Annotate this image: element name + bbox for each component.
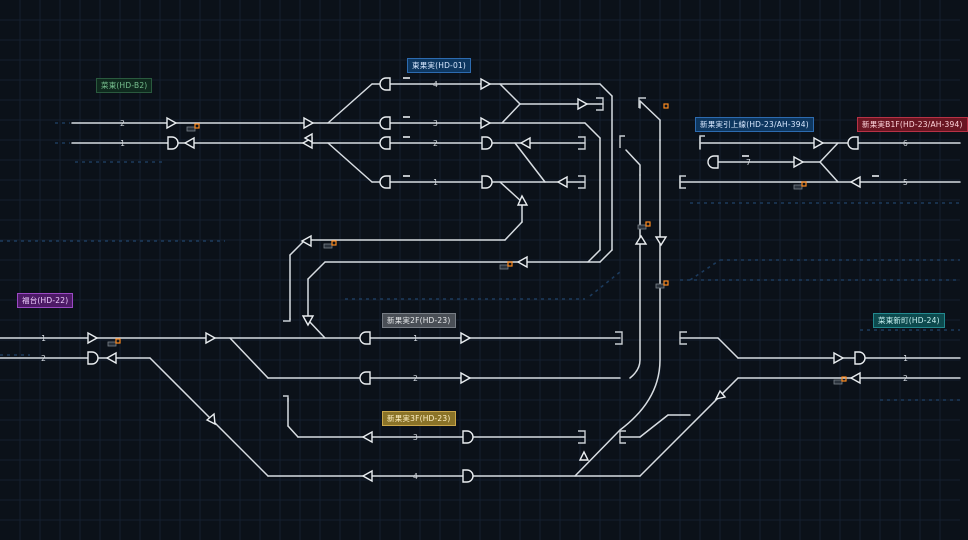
- loop-tracks: [289, 239, 601, 339]
- track-number: 1: [433, 178, 438, 187]
- track-number: 1: [41, 334, 46, 343]
- fukudai-tracks: [0, 337, 641, 477]
- signals: [87, 77, 861, 483]
- track-number: 1: [903, 354, 908, 363]
- guide-lines: [0, 122, 960, 401]
- track-number: 2: [903, 374, 908, 383]
- track-number: 2: [413, 374, 418, 383]
- track-number: 1: [120, 139, 125, 148]
- track-number: 3: [413, 433, 418, 442]
- station-label-shinkajitsu-siding[interactable]: 新果実引上線(HD-23/AH-394): [695, 117, 814, 132]
- track-number: 2: [120, 119, 125, 128]
- station-label-shinkajitsu-3f[interactable]: 新果実3F(HD-23): [382, 411, 456, 426]
- track-number: 1: [413, 334, 418, 343]
- upper-right-tracks: [679, 136, 961, 189]
- station-label-shinkajitsu-2f[interactable]: 新果実2F(HD-23): [382, 313, 456, 328]
- station-label-natsuhigashi-shinmachi[interactable]: 菜東新町(HD-24): [873, 313, 945, 328]
- track-numbers: 2 1 4 3 2 1 7 6 5 1 2 1 2 3 4 1 2: [41, 80, 908, 481]
- track-number: 7: [746, 158, 751, 167]
- station-label-fukudai[interactable]: 福台(HD-22): [17, 293, 74, 308]
- lower-right-tracks: [619, 337, 961, 477]
- curve-tracks: [574, 100, 661, 477]
- platform-bars: [403, 77, 879, 177]
- track-number: 5: [903, 178, 908, 187]
- track-number: 2: [433, 139, 438, 148]
- station-label-higashi-kajitsu[interactable]: 東果実(HD-01): [407, 58, 472, 73]
- station-label-natsuhigashi[interactable]: 菜東(HD-B2): [96, 78, 153, 93]
- track-number: 4: [413, 472, 418, 481]
- buffer-stops: [283, 97, 705, 444]
- indicators: [107, 103, 847, 385]
- station-label-shinkajitsu-b1f[interactable]: 新果実B1F(HD-23/AH-394): [857, 117, 968, 132]
- track-number: 6: [903, 139, 908, 148]
- track-number: 2: [41, 354, 46, 363]
- platform-markers: [87, 77, 866, 483]
- track-number: 4: [433, 80, 438, 89]
- higashi-kajitsu-tracks: [389, 83, 613, 263]
- track-number: 3: [433, 119, 438, 128]
- upper-left-tracks: [71, 83, 391, 183]
